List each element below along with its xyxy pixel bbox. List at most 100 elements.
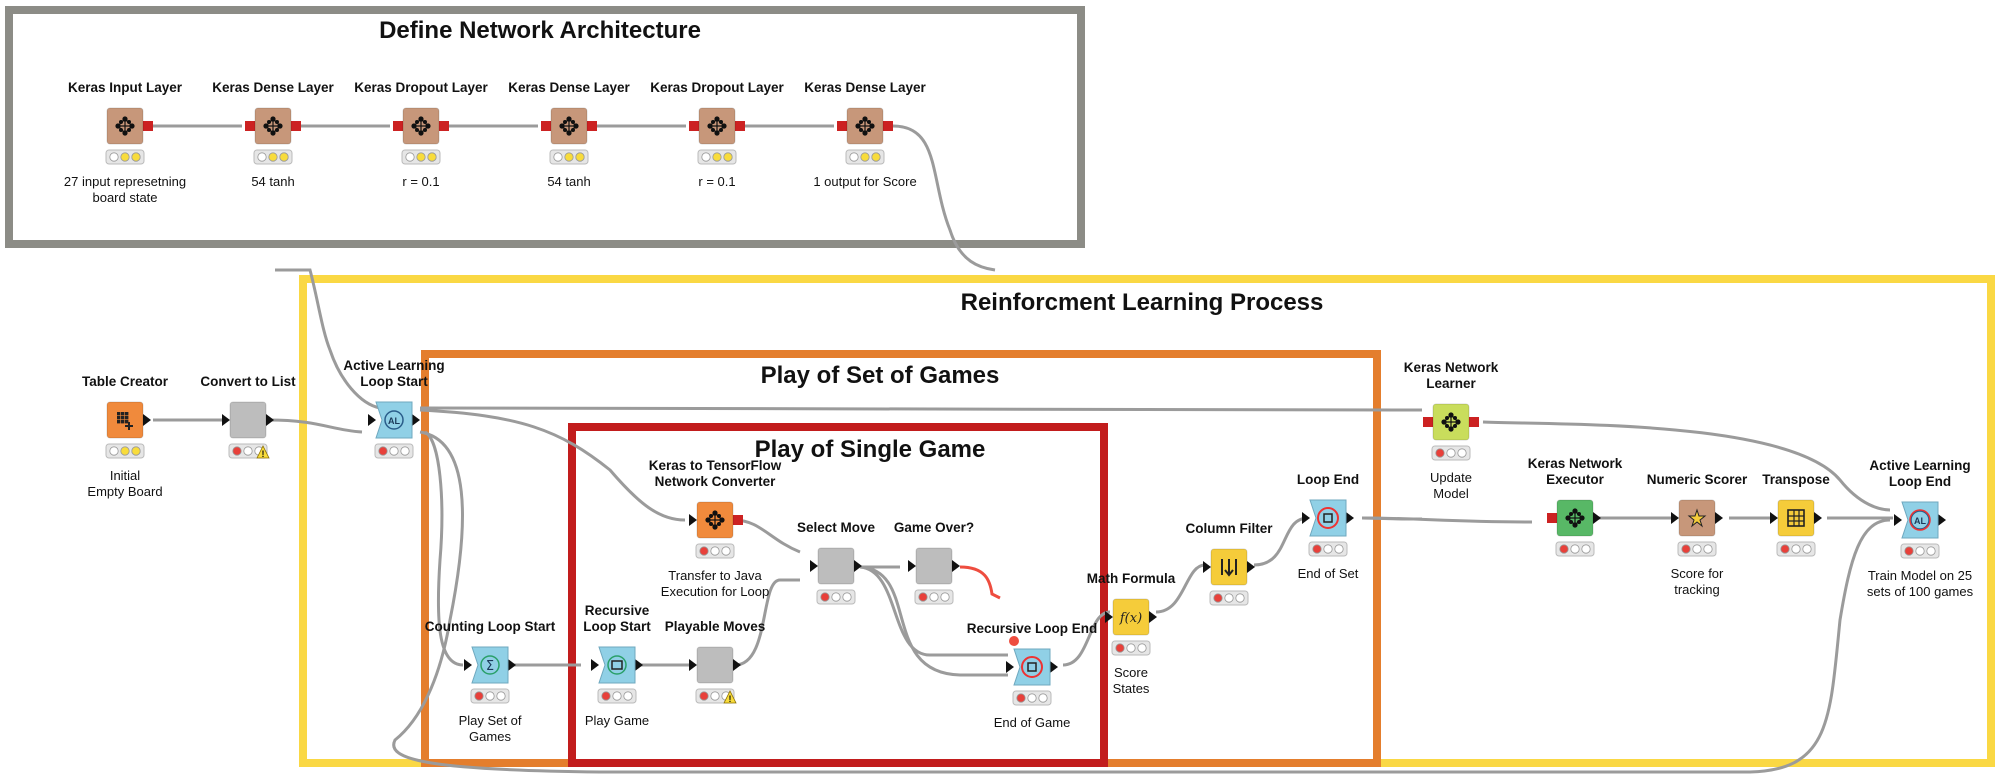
output-port[interactable] <box>1593 512 1601 524</box>
output-port[interactable] <box>587 121 597 131</box>
node-body[interactable] <box>229 401 267 439</box>
node-body[interactable] <box>375 401 413 439</box>
input-port[interactable] <box>368 414 376 426</box>
connection <box>277 268 381 410</box>
output-port[interactable] <box>1715 512 1723 524</box>
output-port[interactable] <box>1938 514 1946 526</box>
node-body[interactable] <box>696 646 734 684</box>
node-body[interactable] <box>817 547 855 585</box>
output-port[interactable] <box>1149 611 1157 623</box>
input-port[interactable] <box>689 514 697 526</box>
node-convert-to-list[interactable]: Convert to List! <box>200 374 296 459</box>
node-body[interactable] <box>598 646 636 684</box>
status-traffic-light <box>253 149 293 165</box>
sigma-loop-icon: Σ <box>480 655 500 675</box>
node-title: Loop Start <box>360 374 428 389</box>
output-port[interactable] <box>883 121 893 131</box>
node-body[interactable] <box>915 547 953 585</box>
al-loop-end-icon: AL <box>1909 509 1931 531</box>
output-port[interactable] <box>143 414 151 426</box>
output-port[interactable] <box>439 121 449 131</box>
input-port[interactable] <box>689 659 697 671</box>
output-port[interactable] <box>1346 512 1354 524</box>
input-port[interactable] <box>1203 561 1211 573</box>
status-traffic-light <box>105 443 145 459</box>
output-port[interactable] <box>508 659 516 671</box>
input-port[interactable] <box>591 659 599 671</box>
svg-text:f(x): f(x) <box>1119 611 1142 626</box>
input-port[interactable] <box>222 414 230 426</box>
svg-text:!: ! <box>262 449 265 459</box>
input-port[interactable] <box>1770 512 1778 524</box>
input-port[interactable] <box>1302 512 1310 524</box>
input-port[interactable] <box>810 560 818 572</box>
output-port[interactable] <box>735 121 745 131</box>
input-port[interactable] <box>1894 514 1902 526</box>
svg-text:Σ: Σ <box>486 659 494 674</box>
node-label: Empty Board <box>87 484 162 499</box>
node-transpose[interactable]: Transpose <box>1762 472 1830 557</box>
output-port[interactable] <box>143 121 153 131</box>
output-port[interactable] <box>291 121 301 131</box>
node-body[interactable] <box>1901 501 1939 539</box>
node-playable-moves[interactable]: Playable Moves! <box>665 619 766 704</box>
output-port[interactable] <box>1469 417 1479 427</box>
node-body[interactable] <box>1309 499 1347 537</box>
input-port[interactable] <box>1423 417 1433 427</box>
node-body[interactable] <box>1013 648 1051 686</box>
input-port[interactable] <box>837 121 847 131</box>
input-port[interactable] <box>689 121 699 131</box>
input-port[interactable] <box>245 121 255 131</box>
node-game-over[interactable]: Game Over? <box>894 520 974 605</box>
node-body[interactable] <box>1777 499 1815 537</box>
input-port[interactable] <box>1105 611 1113 623</box>
svg-text:AL: AL <box>1914 516 1926 526</box>
output-port[interactable] <box>1247 561 1255 573</box>
node-body[interactable] <box>1112 598 1150 636</box>
input-port[interactable] <box>1547 513 1557 523</box>
input-port[interactable] <box>464 659 472 671</box>
output-port[interactable] <box>733 515 743 525</box>
input-port[interactable] <box>1006 661 1014 673</box>
input-port[interactable] <box>541 121 551 131</box>
connection <box>859 565 1008 657</box>
output-port[interactable] <box>266 414 274 426</box>
node-title: Keras Dense Layer <box>508 80 630 95</box>
node-label: tracking <box>1674 582 1720 597</box>
output-port[interactable] <box>635 659 643 671</box>
node-column-filter[interactable]: Column Filter <box>1186 521 1274 606</box>
input-port[interactable] <box>1671 512 1679 524</box>
node-body[interactable] <box>471 646 509 684</box>
connection <box>892 124 996 272</box>
output-port[interactable] <box>1050 661 1058 673</box>
input-port[interactable] <box>393 121 403 131</box>
output-port[interactable] <box>952 560 960 572</box>
output-port[interactable] <box>412 414 420 426</box>
node-select-move[interactable]: Select Move <box>797 520 876 605</box>
node-title: Keras Dense Layer <box>804 80 926 95</box>
output-port[interactable] <box>854 560 862 572</box>
al-loop-icon: AL <box>384 410 404 430</box>
node-label: Initial <box>110 468 140 483</box>
output-port[interactable] <box>1814 512 1822 524</box>
output-port[interactable] <box>733 659 741 671</box>
input-port[interactable] <box>908 560 916 572</box>
